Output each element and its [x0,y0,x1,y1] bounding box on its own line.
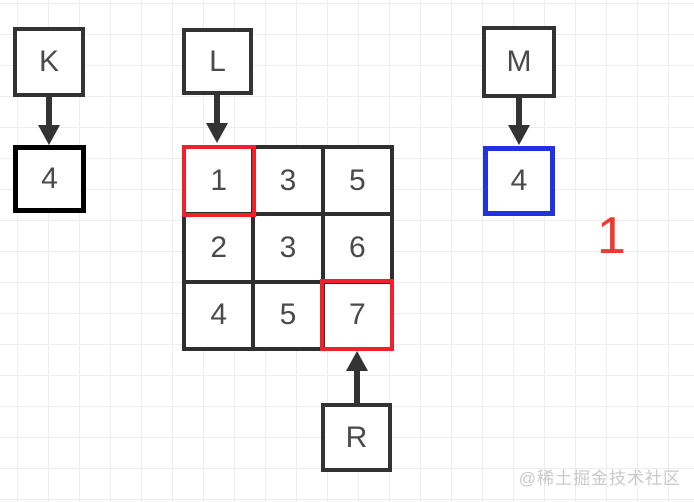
pointer-box-l: L [182,28,253,95]
matrix-cell-1-1: 3 [253,214,323,282]
count-annotation: 1 [597,207,626,265]
pointer-label-k: K [38,45,59,78]
matrix-grid: 1 3 5 2 3 6 4 5 7 [182,145,394,351]
pointer-label-m: M [506,45,532,78]
matrix-cell-0-0: 1 [184,147,254,215]
pointer-label-r: R [345,420,368,454]
matrix-cell-0-2: 5 [322,147,392,215]
matrix-cell-2-0: 4 [184,281,254,349]
pointer-box-k: K [13,27,85,97]
matrix-cell-2-1: 5 [253,281,323,349]
matrix-cell-2-2: 7 [322,281,392,349]
value-box-m: 4 [483,146,555,216]
matrix-cell-1-2: 6 [322,214,392,282]
pointer-label-l: L [209,44,226,78]
pointer-box-r: R [321,403,392,472]
matrix-cell-1-0: 2 [184,214,254,282]
matrix-cell-0-1: 3 [253,147,323,215]
value-k: 4 [41,162,58,195]
watermark: @稀土掘金技术社区 [518,469,681,488]
pointer-box-m: M [482,26,556,98]
value-box-k: 4 [13,145,86,213]
value-m: 4 [510,164,528,197]
